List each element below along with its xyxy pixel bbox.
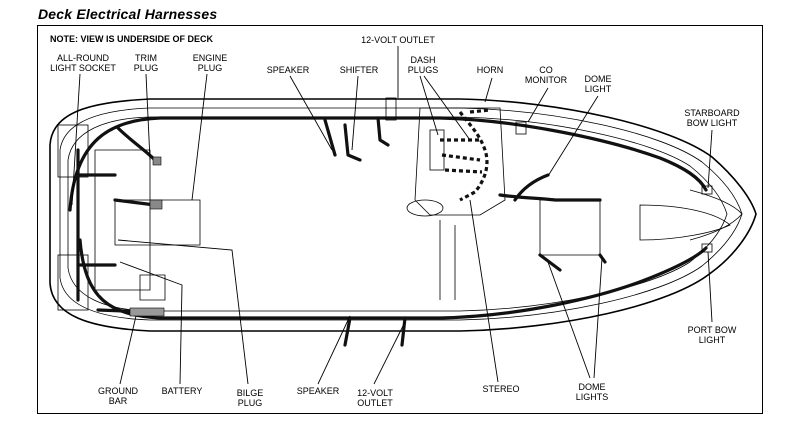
leader-bilge <box>117 239 249 385</box>
label-outlet-bottom-2: OUTLET <box>357 398 393 408</box>
label-dome-lights: DOME <box>579 382 606 392</box>
harness-shifter <box>343 123 362 162</box>
harness-dash-branch-3 <box>444 168 483 174</box>
walkthrough <box>439 220 456 300</box>
engine-plug-connector <box>149 199 163 210</box>
harness-speaker-top <box>323 118 337 157</box>
outlet-top-socket <box>385 97 397 121</box>
ground-bar-block <box>129 307 165 317</box>
label-dash-2: PLUGS <box>408 65 439 75</box>
label-speaker-bottom: SPEAKER <box>297 386 340 396</box>
label-dome-lights-2: LIGHTS <box>576 392 609 402</box>
harness-aft-cross <box>76 173 117 267</box>
harness-dash-branch-2 <box>441 153 481 162</box>
label-bilge-2: PLUG <box>238 398 263 408</box>
page-title: Deck Electrical Harnesses <box>38 6 218 22</box>
leader-shifter <box>351 75 359 151</box>
label-trim-2: PLUG <box>134 63 159 73</box>
label-dome-top-2: LIGHT <box>585 84 612 94</box>
steering-wheel <box>406 199 444 217</box>
label-trim: TRIM <box>135 53 157 63</box>
label-all-round-2: LIGHT SOCKET <box>50 63 116 73</box>
label-starboard: STARBOARD <box>684 108 740 118</box>
harness-dome-lead <box>498 173 602 202</box>
leader-dash-1 <box>419 75 439 136</box>
bow-point <box>689 189 743 241</box>
hull-inner-line <box>67 116 728 312</box>
label-outlet-bottom: 12-VOLT <box>357 388 393 398</box>
engine-well <box>94 149 151 291</box>
diagram-frame <box>37 25 763 414</box>
harness-starboard-run <box>68 116 708 212</box>
label-outlet-top: 12-VOLT OUTLET <box>361 35 435 45</box>
harness-dash-branch-4 <box>469 108 491 114</box>
leader-dome-lights-2 <box>593 257 603 379</box>
starboard-bow-light <box>701 185 713 195</box>
label-horn: HORN <box>477 65 504 75</box>
leader-battery <box>119 261 183 385</box>
seat-outline-right <box>139 274 166 301</box>
leader-dome-top <box>547 95 599 177</box>
harness-outlet-top <box>376 116 390 147</box>
leader-horn <box>484 77 493 103</box>
label-engine-2: PLUG <box>198 63 223 73</box>
label-ground-2: BAR <box>109 396 128 406</box>
leader-starboard <box>707 129 713 189</box>
label-ground: GROUND <box>98 386 138 396</box>
label-dome-top: DOME <box>585 74 612 84</box>
leader-speaker-top <box>289 75 333 151</box>
harness-engine-lead <box>113 198 157 207</box>
leader-all-round <box>71 73 81 206</box>
trim-plug-connector <box>152 156 162 166</box>
bow-seat-left <box>539 199 601 256</box>
leader-outlet-bottom <box>373 321 406 385</box>
label-port-2: LIGHT <box>699 335 726 345</box>
console-outline <box>414 107 506 216</box>
label-engine: ENGINE <box>193 53 228 63</box>
leader-dome-lights-1 <box>547 261 591 379</box>
harness-port-run <box>78 238 708 320</box>
harness-speaker-bottom <box>343 316 352 347</box>
label-co: CO <box>539 65 553 75</box>
label-stereo: STEREO <box>482 384 519 394</box>
label-all-round: ALL-ROUND <box>57 53 110 63</box>
label-speaker-top: SPEAKER <box>267 65 310 75</box>
leader-ground <box>119 315 137 385</box>
label-port: PORT BOW <box>688 325 737 335</box>
port-bow-light <box>701 243 713 253</box>
harness-trim-lead <box>116 126 157 162</box>
hull-outline <box>49 98 757 332</box>
view-note: NOTE: VIEW IS UNDERSIDE OF DECK <box>50 34 214 44</box>
leader-stereo <box>469 199 499 383</box>
label-battery: BATTERY <box>162 386 203 396</box>
label-co-2: MONITOR <box>525 75 568 85</box>
label-starboard-2: BOW LIGHT <box>687 118 738 128</box>
harness-dash-bundle <box>458 111 489 202</box>
leader-dash-2 <box>423 75 471 141</box>
dash-plug-block <box>429 129 445 171</box>
aft-compartment-lower <box>57 254 89 311</box>
aft-compartment <box>57 124 89 178</box>
leader-engine <box>191 73 208 201</box>
label-dash: DASH <box>410 55 435 65</box>
harness-dome-port <box>538 253 607 272</box>
leader-co <box>527 87 549 123</box>
leader-speaker-bottom <box>317 315 351 385</box>
co-monitor-box <box>515 121 527 135</box>
label-shifter: SHIFTER <box>340 65 379 75</box>
seat-outline-left <box>114 199 201 246</box>
label-bilge: BILGE <box>237 388 264 398</box>
bow-seat-right <box>639 204 731 241</box>
leader-trim <box>145 73 151 161</box>
leader-port <box>707 251 713 323</box>
